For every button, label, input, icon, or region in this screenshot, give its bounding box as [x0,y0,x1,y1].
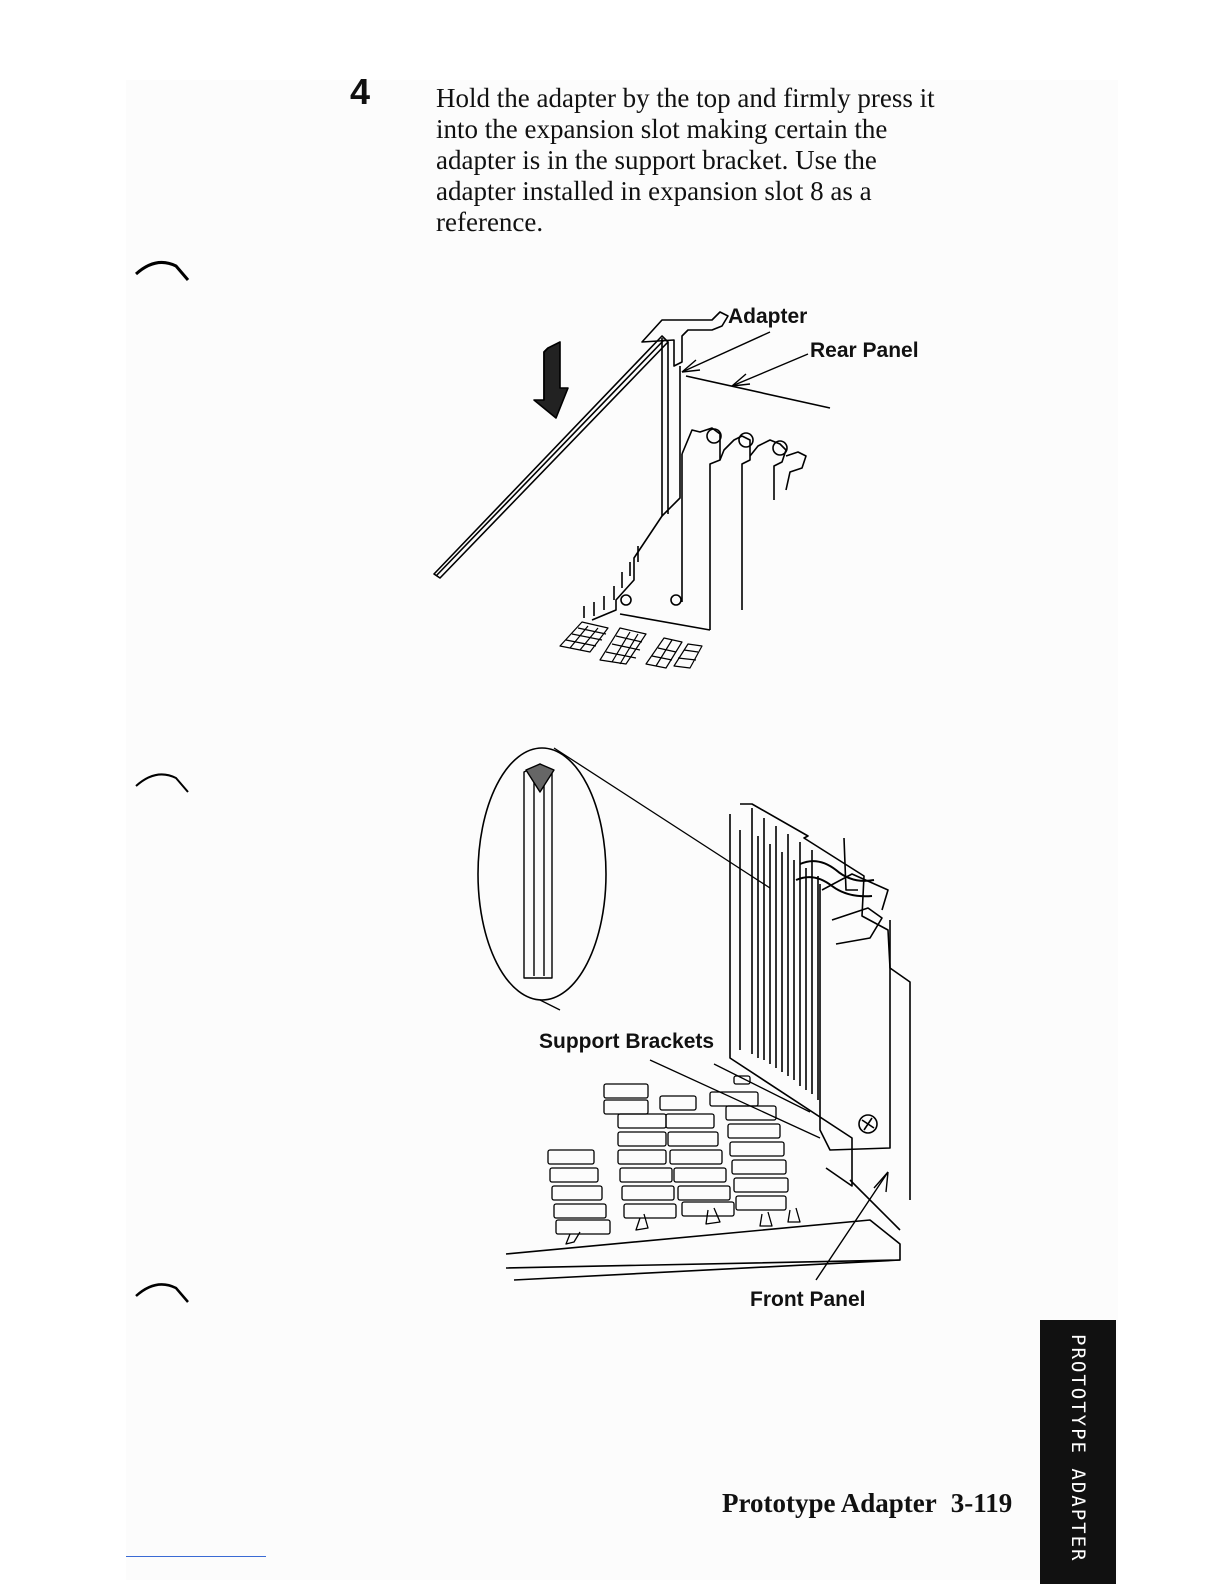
binder-hole-mark [132,770,196,800]
binder-hole-mark [132,1280,196,1310]
bottom-rule [126,1556,266,1557]
instruction-line: into the expansion slot making certain t… [436,114,1036,145]
instruction-line: adapter installed in expansion slot 8 as… [436,176,1036,207]
rear-panel-callout: Rear Panel [810,339,919,363]
footer-section-title: Prototype Adapter [722,1488,937,1518]
page-number: 3-119 [951,1488,1013,1518]
insert-direction-arrow-icon [534,342,568,418]
adapter-callout: Adapter [728,305,807,329]
instruction-line: Hold the adapter by the top and firmly p… [436,83,1036,114]
support-bracket-closeup [524,764,554,978]
adapter-insertion-illustration [420,300,860,680]
binder-hole-mark [132,258,196,288]
section-tab-label: PROTOTYPE ADAPTER [1067,1334,1089,1562]
instruction-line: reference. [436,207,1036,238]
support-bracket-illustration [470,740,930,1300]
memory-chip-array [548,1076,788,1234]
instruction-line: adapter is in the support bracket. Use t… [436,145,1036,176]
step-instructions: Hold the adapter by the top and firmly p… [436,83,1036,238]
section-tab: PROTOTYPE ADAPTER [1040,1320,1116,1584]
page-footer: Prototype Adapter 3-119 [722,1486,1012,1520]
front-panel-callout: Front Panel [750,1288,866,1312]
support-brackets-callout: Support Brackets [539,1030,714,1054]
step-number: 4 [350,72,370,112]
